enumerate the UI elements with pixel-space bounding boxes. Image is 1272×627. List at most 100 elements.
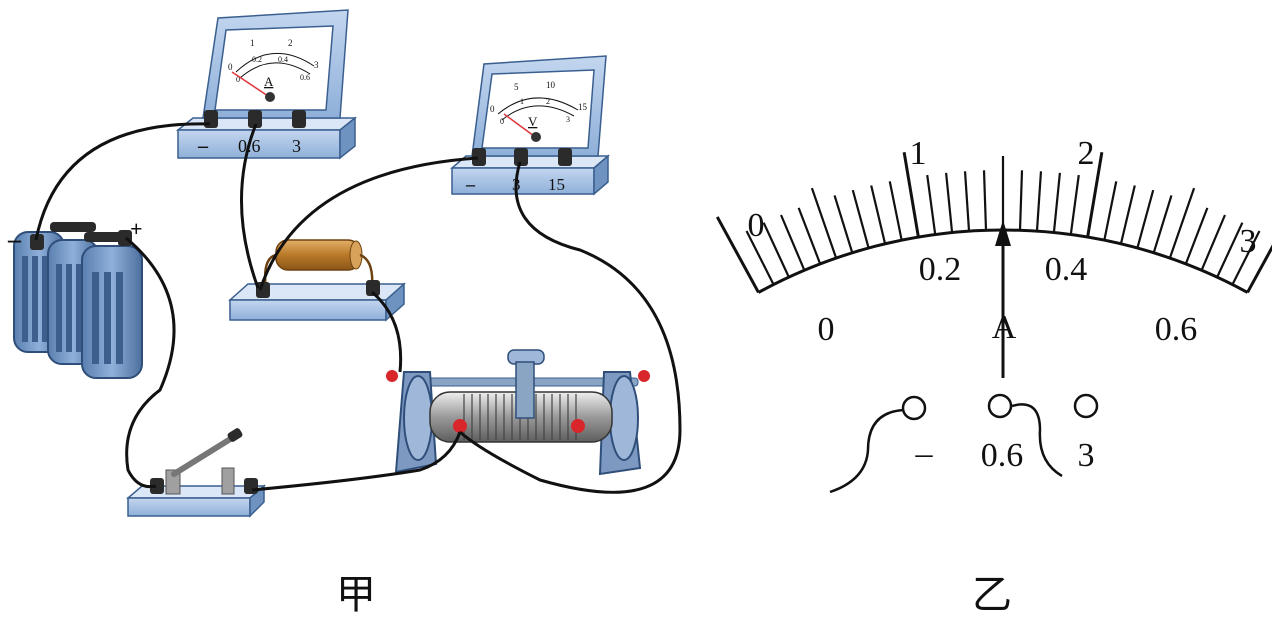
switch-terminal-left[interactable] [150,478,164,494]
caption-right: 乙 [972,572,1012,618]
dial-tick [1069,174,1080,235]
voltmeter-top-label-2: 10 [546,80,556,90]
dial-tick [1136,189,1155,249]
switch-terminal-right[interactable] [244,478,258,494]
caption-left: 甲 [336,572,376,618]
dial-bottom-label-2: 0.4 [1045,251,1088,288]
ammeter-terminal-0-6[interactable] [248,110,262,128]
ammeter-bottom-label-1: 0.2 [252,55,262,64]
dial-unit: A [992,309,1017,346]
rheostat-terminal-bottom-right[interactable] [571,419,585,433]
dial-bottom-label-3: 0.6 [1155,311,1198,348]
dial-wire-neg [829,408,905,494]
dial-wire-0-6 [1011,403,1063,478]
voltmeter-unit: V [528,114,538,129]
ammeter-bottom-label-3: 0.6 [300,73,310,82]
right-figure: 0 1 2 3 0 0.2 0.4 0.6 A – 0.6 3 乙 [715,135,1272,618]
resistor-terminal-left[interactable] [256,282,270,298]
ammeter-top-label-3: 3 [314,60,319,70]
fixed-resistor [228,239,406,322]
voltmeter-top-label-0: 0 [490,104,495,114]
dial-tick [870,185,887,245]
voltmeter-terminal-15[interactable] [558,148,572,166]
resistor-terminal-right[interactable] [366,280,380,296]
ammeter-dial [715,152,1272,378]
dial-tick [1119,185,1136,245]
dial-tick [762,222,790,278]
ammeter-bottom-label-2: 0.4 [278,55,288,64]
voltmeter-terminal-label-15: 15 [548,175,565,194]
dial-tick [1086,152,1104,238]
battery-cell [81,245,143,379]
dial-top-label-0: 0 [748,207,765,244]
rheostat [386,349,650,476]
battery-neg-label: – [7,225,22,254]
ammeter-scale [235,53,315,79]
dial-tick [715,216,760,294]
voltmeter-terminal-label-neg: – [465,174,476,194]
dial-tick [1168,187,1196,259]
voltmeter-scale [497,97,579,121]
ammeter-needle [231,71,269,97]
ammeter-top-label-1: 1 [250,38,255,48]
dial-terminals [829,393,1099,494]
dial-tick [926,174,937,235]
rheostat-slider[interactable] [515,361,535,419]
ammeter: 0 1 2 3 0 0.2 0.4 0.6 A – 0.6 3 [175,9,358,160]
rheostat-terminal-top-left[interactable] [386,370,398,382]
dial-tick [1018,170,1024,231]
dial-terminal-label-3: 3 [1078,437,1095,474]
rheostat-terminal-top-right[interactable] [638,370,650,382]
dial-tick [851,189,870,249]
dial-tick [902,152,920,238]
voltmeter-bottom-label-2: 2 [546,97,550,106]
dial-terminal-neg[interactable] [901,395,927,421]
dial-tick [1103,181,1118,241]
dial-terminal-3[interactable] [1073,393,1099,419]
ammeter-top-label-2: 2 [288,38,293,48]
dial-top-label-2: 2 [1078,135,1095,172]
voltmeter-terminal-neg[interactable] [472,148,486,166]
battery-pos-label: + [130,216,143,241]
ammeter-top-label-0: 0 [228,62,233,72]
rheostat-terminal-bottom-left[interactable] [453,419,467,433]
dial-tick [1216,222,1244,278]
voltmeter-bottom-label-1: 1 [520,97,524,106]
dial-tick [963,171,971,232]
dial-tick [1184,207,1209,265]
ammeter-terminal-label-neg: – [197,135,209,157]
wire-resistor-to-rheostat [371,290,403,373]
voltmeter-terminal-3[interactable] [514,148,528,166]
ammeter-bottom-label-0: 0 [236,75,240,84]
switch-blade[interactable] [171,435,235,477]
wire-switch-to-rheostat [251,431,462,492]
dial-terminal-label-0-6: 0.6 [981,437,1024,474]
dial-tick [1052,172,1061,233]
dial-tick [1246,244,1272,294]
wire-ammeter-to-resistor [240,123,260,289]
wire-battery-to-switch [125,236,176,489]
battery-terminal-neg[interactable] [30,234,44,250]
dial-tick [797,207,822,265]
dial-top-label-3: 3 [1240,223,1257,260]
voltmeter-bottom-label-3: 3 [566,115,570,124]
ammeter-terminal-label-3: 3 [292,136,301,156]
dial-bottom-label-1: 0.2 [919,251,962,288]
dial-tick [1152,195,1173,254]
dial-tick [833,195,854,254]
voltmeter-bottom-label-0: 0 [500,117,504,126]
dial-top-label-1: 1 [910,135,927,172]
dial-tick [810,187,838,259]
ammeter-terminal-3[interactable] [292,110,306,128]
wire-voltmeter-to-resistor [258,156,479,291]
left-figure: 0 1 2 3 0 0.2 0.4 0.6 A – 0.6 3 [7,9,682,618]
voltmeter-needle [503,113,535,137]
dial-tick [982,170,988,231]
battery-connector [84,232,122,242]
dial-bottom-label-0: 0 [818,311,835,348]
dial-tick [945,172,954,233]
dial-pointer-head [995,220,1011,246]
dial-terminal-0-6[interactable] [987,393,1013,419]
dial-terminal-label-neg: – [915,435,934,472]
